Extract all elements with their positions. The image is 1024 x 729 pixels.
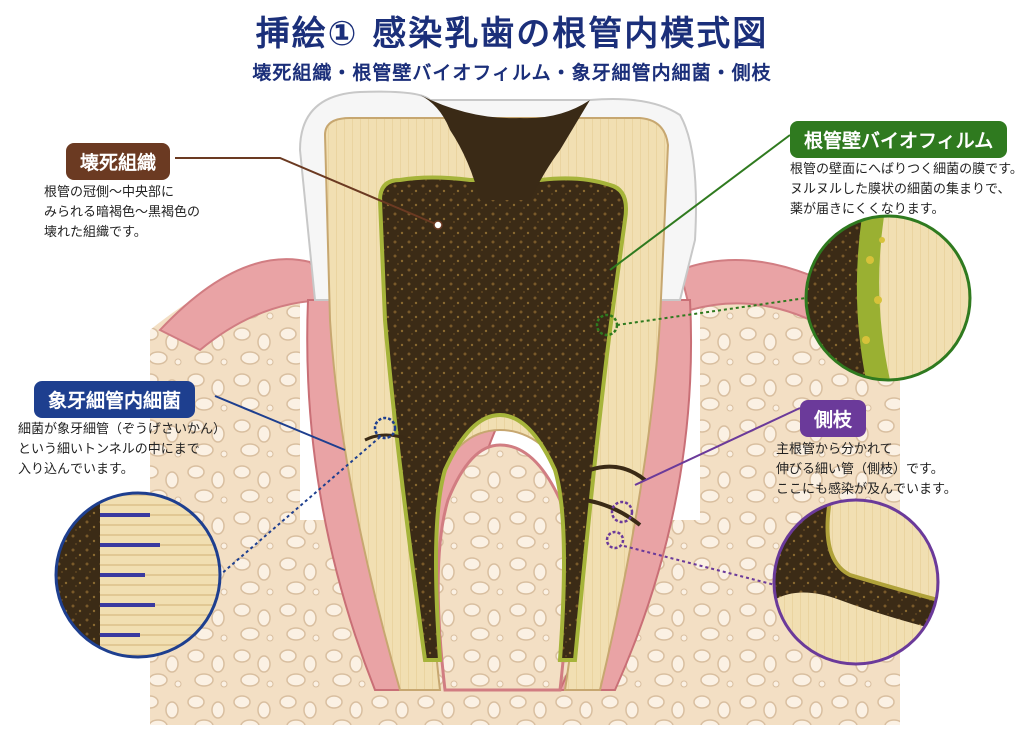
desc-line: 根管の冠側〜中央部に	[44, 185, 175, 200]
desc-line: 入り込んでいます。	[18, 462, 134, 477]
connector-lateral	[634, 407, 801, 486]
label-lateral-canal: 側枝	[800, 400, 867, 437]
connector-lateral-zoom	[623, 545, 776, 586]
caries-cavity	[420, 95, 590, 200]
label-tubule-bacteria: 象牙細管内細菌	[34, 381, 196, 418]
desc-line: 主根管から分かれて	[776, 442, 893, 457]
zoom-biofilm	[806, 216, 970, 380]
lateral-canal-left	[364, 433, 411, 442]
connector-biofilm	[609, 134, 791, 271]
label-biofilm: 根管壁バイオフィルム	[790, 121, 1008, 158]
label-necrotic-tissue: 壊死組織	[66, 143, 171, 180]
desc-line: 壊れた組織です。	[44, 225, 147, 240]
desc-line: 根管の壁面にへばりつく細菌の膜です。	[790, 162, 1023, 177]
desc-line: 細菌が象牙細管（ぞうげさいかん）	[18, 422, 227, 437]
connector-tubule	[214, 395, 346, 451]
desc-line: みられる暗褐色〜黒褐色の	[44, 205, 201, 220]
marker-lateral-1	[610, 500, 634, 524]
connector-tubule-zoom	[219, 436, 381, 576]
connector-biofilm-zoom	[616, 297, 807, 326]
desc-tubule-bacteria: 細菌が象牙細管（ぞうげさいかん） という細いトンネルの中にまで 入り込んでいます…	[18, 420, 226, 480]
marker-tubule	[373, 416, 397, 440]
desc-biofilm: 根管の壁面にへばりつく細菌の膜です。 ヌルヌルした膜状の細菌の集まりで、 薬が届…	[790, 160, 1023, 220]
desc-line: 伸びる細い管（側枝）です。	[776, 462, 944, 477]
page-subtitle: 壊死組織・根管壁バイオフィルム・象牙細管内細菌・側枝	[252, 62, 772, 84]
desc-line: ヌルヌルした膜状の細菌の集まりで、	[790, 182, 1011, 197]
desc-line: ここにも感染が及んでいます。	[776, 482, 957, 497]
desc-line: 薬が届きにくくなります。	[790, 202, 945, 217]
pulp-chamber-necrotic	[377, 175, 628, 662]
desc-lateral-canal: 主根管から分かれて 伸びる細い管（側枝）です。 ここにも感染が及んでいます。	[776, 440, 957, 500]
connector-necrotic	[175, 157, 439, 226]
interradicular-bone	[436, 443, 569, 692]
desc-necrotic-tissue: 根管の冠側〜中央部に みられる暗褐色〜黒褐色の 壊れた組織です。	[44, 183, 200, 243]
marker-lateral-2	[605, 530, 625, 550]
lateral-canal-right	[584, 464, 647, 527]
zoom-lateral	[774, 500, 938, 664]
page-title: 挿絵① 感染乳歯の根管内模式図	[255, 14, 769, 54]
desc-line: という細いトンネルの中にまで	[18, 442, 200, 457]
